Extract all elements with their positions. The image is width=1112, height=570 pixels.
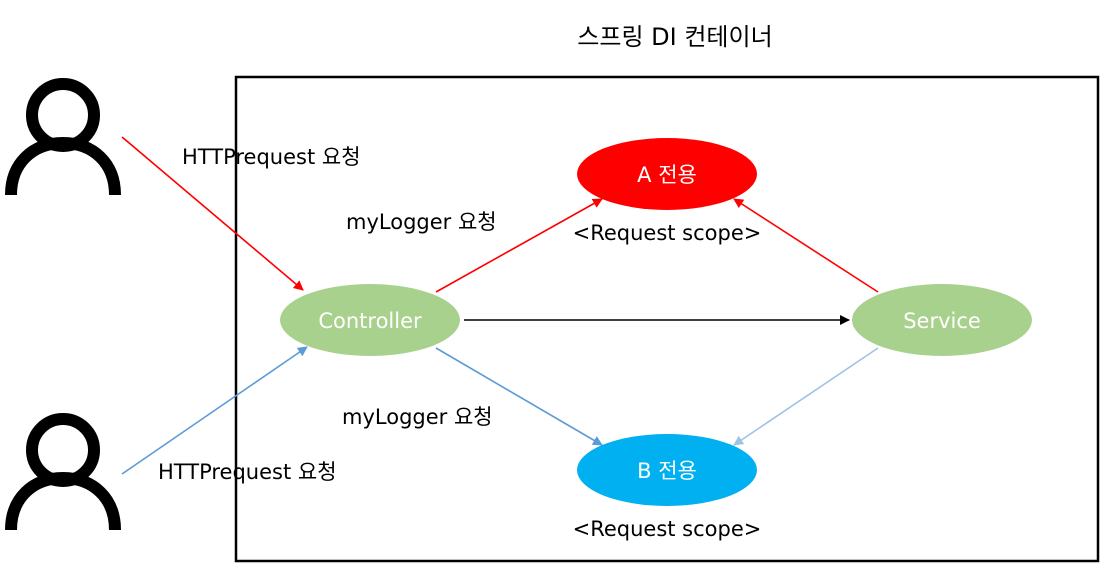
edge-user-b-to-controller	[121, 346, 308, 475]
node-service-label: Service	[903, 309, 981, 333]
label-user-b-request: HTTPrequest 요청	[158, 460, 337, 484]
container-title: 스프링 DI 컨테이너	[577, 23, 772, 51]
node-a-label: A 전용	[637, 163, 697, 187]
label-user-a-request: HTTPrequest 요청	[182, 145, 361, 169]
spring-container-box	[234, 75, 1100, 563]
edge-service-to-b	[733, 347, 879, 446]
node-controller-label: Controller	[318, 309, 422, 333]
node-a: A 전용	[577, 138, 757, 210]
node-b: B 전용	[577, 434, 757, 506]
edge-service-to-a	[733, 198, 879, 293]
label-controller-to-a: myLogger 요청	[346, 210, 497, 234]
user-b-icon	[5, 413, 121, 531]
edge-controller-to-b	[435, 347, 603, 446]
node-b-label: B 전용	[637, 459, 697, 483]
node-controller: Controller	[280, 284, 460, 356]
edge-controller-to-a	[435, 198, 603, 293]
edge-user-a-to-controller	[121, 136, 304, 291]
node-b-scope: <Request scope>	[573, 517, 762, 541]
user-a-icon	[5, 78, 121, 196]
node-service: Service	[852, 284, 1032, 356]
label-controller-to-b: myLogger 요청	[342, 405, 493, 429]
node-a-scope: <Request scope>	[573, 221, 762, 245]
